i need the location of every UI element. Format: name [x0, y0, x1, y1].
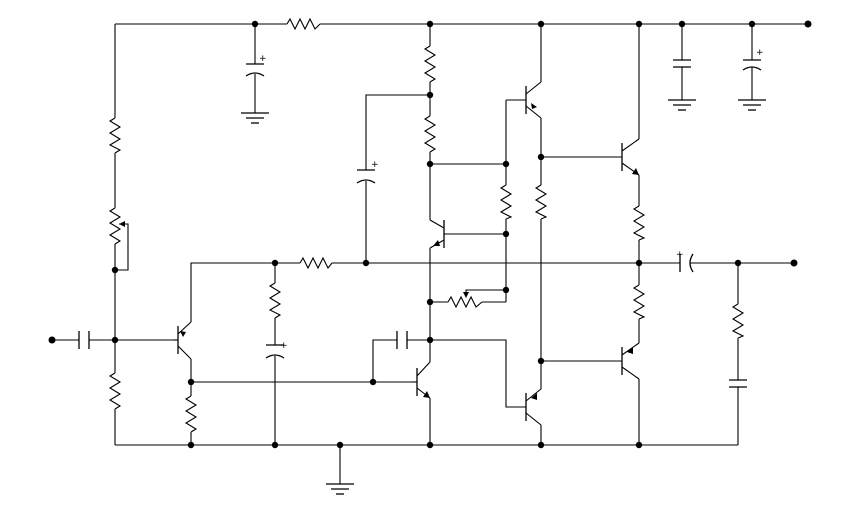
transistor-input-pnp: [173, 321, 192, 360]
transistor-vbe-multiplier: [429, 219, 445, 249]
transistor-output-lower: [621, 342, 640, 380]
polarity-mark: +: [371, 160, 379, 170]
resistor-vas-upper: [423, 45, 437, 83]
capacitor-decoupling-electrolytic: +: [742, 48, 764, 71]
resistor-zobel: [731, 303, 745, 339]
resistor-emitter-upper: [632, 205, 646, 241]
polarity-mark: +: [756, 48, 764, 58]
resistor-top-rail: [286, 17, 321, 31]
ground-icon: [326, 483, 354, 495]
resistor-bias-upper: [108, 117, 122, 154]
capacitor-miller: [396, 331, 408, 349]
capacitor-input: [78, 331, 90, 349]
resistor-emitter-lower: [632, 284, 646, 320]
resistors: [108, 17, 745, 433]
ground-symbols: [241, 99, 766, 495]
resistor-driver: [534, 184, 548, 220]
ground-icon: [738, 99, 766, 111]
wires: [52, 23, 808, 484]
supply-terminal: [804, 20, 812, 28]
transistor-output-upper: [621, 138, 640, 176]
resistor-bias-lower: [108, 372, 122, 410]
resistor-feedback: [299, 256, 333, 270]
capacitor-rail-electrolytic: +: [245, 54, 267, 77]
resistor-vbe-upper: [499, 184, 513, 220]
ground-icon: [668, 99, 696, 111]
polarity-mark: +: [676, 250, 684, 260]
polarity-mark: +: [280, 341, 288, 351]
resistor-vas-lower: [423, 115, 437, 153]
transistor-driver-lower: [525, 388, 542, 426]
junctions: [111, 20, 756, 449]
potentiometer-bias: [108, 207, 125, 245]
capacitor-vas-electrolytic: +: [356, 160, 379, 184]
resistor-bootstrap: [268, 282, 282, 319]
resistor-q1-collector: [184, 395, 198, 433]
potentiometers: [108, 207, 483, 309]
capacitors: + + + + +: [78, 48, 764, 388]
transistor-driver-upper: [525, 81, 542, 119]
terminals: [48, 20, 812, 344]
capacitor-output-electrolytic: +: [676, 250, 694, 273]
polarity-mark: +: [259, 54, 267, 64]
input-terminal: [48, 336, 56, 344]
capacitor-bootstrap-electrolytic: +: [265, 341, 288, 359]
transistors: [173, 81, 640, 426]
potentiometer-vbe: [447, 292, 483, 309]
output-terminal: [790, 259, 798, 267]
capacitor-zobel: [729, 379, 747, 388]
transistor-vas-npn: [412, 361, 431, 399]
ground-icon: [241, 112, 269, 124]
capacitor-decoupling: [673, 59, 691, 68]
